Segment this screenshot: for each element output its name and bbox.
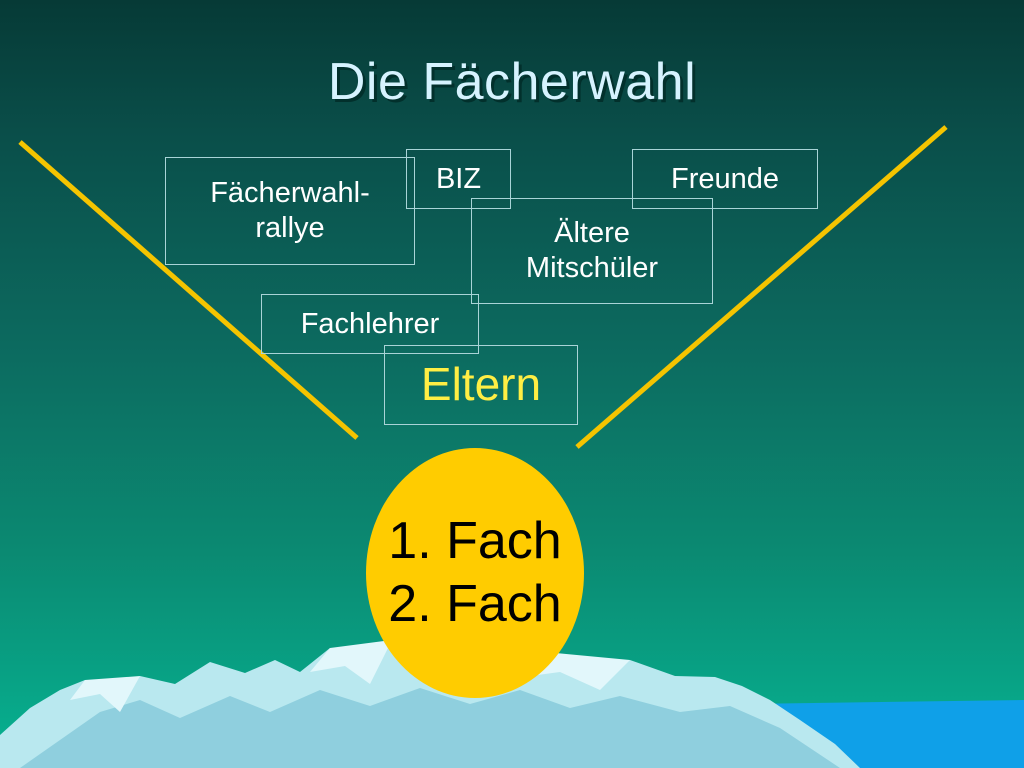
rallye-label-line2: rallye — [255, 212, 325, 244]
result-line2: 2. Fach — [388, 575, 562, 633]
freunde-label: Freunde — [670, 162, 779, 195]
aeltere-label-line1: Ältere — [554, 217, 630, 250]
box-eltern: Eltern — [384, 345, 578, 425]
box-biz: BIZ — [406, 149, 511, 209]
eltern-label: Eltern — [420, 358, 542, 411]
funnel-left-line — [18, 140, 359, 440]
biz-label: BIZ — [435, 162, 482, 195]
result-oval: 1. Fach 2. Fach — [366, 448, 584, 698]
box-aeltere-mitschueler: Ältere Mitschüler — [471, 198, 713, 304]
box-fachlehrer: Fachlehrer — [261, 294, 479, 354]
funnel-right-line — [575, 125, 948, 449]
aeltere-label-line2: Mitschüler — [525, 252, 659, 284]
fachlehrer-label: Fachlehrer — [300, 307, 440, 340]
box-freunde: Freunde — [632, 149, 818, 209]
box-faecherwahl-rallye: Fächerwahl- rallye — [165, 157, 415, 265]
slide-title: Die Fächerwahl — [327, 53, 697, 111]
result-line1: 1. Fach — [388, 511, 562, 570]
rallye-label-line1: Fächerwahl- — [210, 177, 370, 210]
